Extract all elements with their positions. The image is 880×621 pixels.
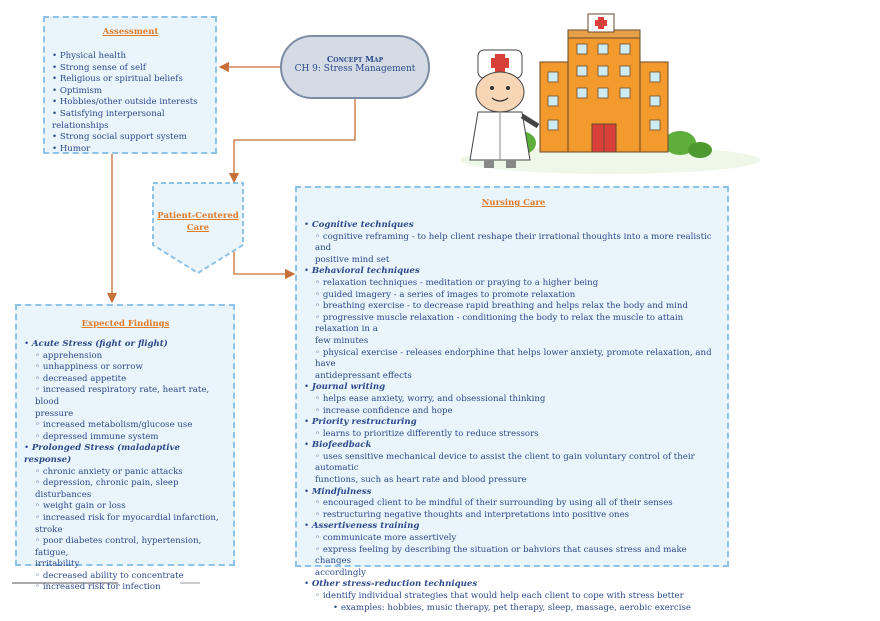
nursing-section: Behavioral techniquesrelaxation techniqu…	[304, 266, 723, 382]
nursing-section-items: encouraged client to be mindful of their…	[304, 498, 723, 521]
nursing-section: Other stress-reduction techniquesidentif…	[304, 579, 723, 614]
list-item: Physical health	[52, 51, 209, 63]
arrow-concept-to-patient-care	[228, 99, 356, 184]
list-item: learns to prioritize differently to redu…	[315, 429, 723, 441]
list-item: increased metabolism/glucose use	[35, 420, 227, 432]
expected-findings-title: Expected Findings	[81, 319, 170, 329]
concept-map-label: Concept Map	[326, 54, 384, 64]
assessment-box: Assessment Physical health Strong sense …	[43, 16, 217, 154]
concept-map-chapter: CH 9: Stress Management	[294, 64, 416, 74]
nursing-section-items: cognitive reframing - to help client res…	[304, 232, 723, 267]
list-item: examples: hobbies, music therapy, pet th…	[333, 603, 723, 615]
list-item: apprehension	[35, 351, 227, 363]
nursing-section: Priority restructuringlearns to prioriti…	[304, 417, 723, 440]
list-item: communicate more assertively	[315, 533, 723, 545]
nursing-section-label: Assertiveness training	[311, 521, 420, 532]
nursing-section-items: identify individual strategies that woul…	[304, 591, 723, 614]
list-item: increase confidence and hope	[315, 406, 723, 418]
nursing-care-list: Cognitive techniques cognitive reframing …	[304, 220, 723, 614]
list-item: depression, chronic pain, sleep disturba…	[35, 478, 227, 501]
concept-map-node: Concept Map CH 9: Stress Management	[280, 35, 430, 99]
prolonged-stress-list: chronic anxiety or panic attacks depress…	[24, 467, 227, 595]
list-item: progressive muscle relaxation - conditio…	[315, 313, 723, 348]
hospital-building-icon	[539, 13, 669, 153]
list-item: guided imagery - a series of images to p…	[315, 290, 723, 302]
nursing-section-label: Mindfulness	[311, 486, 372, 497]
nursing-section: Assertiveness trainingcommunicate more a…	[304, 521, 723, 579]
nursing-section-items: helps ease anxiety, worry, and obsession…	[304, 394, 723, 417]
arrow-patient-care-to-nursing	[233, 250, 296, 280]
prolonged-stress-label: Prolonged Stress (maladaptive response)	[24, 443, 180, 465]
expected-findings-box: Expected Findings Acute Stress (fight or…	[15, 304, 235, 592]
list-item: encouraged client to be mindful of their…	[315, 498, 723, 510]
list-item: Humor	[52, 144, 209, 156]
list-item: Acute Stress (fight or flight) apprehens…	[24, 339, 227, 443]
list-item: physical exercise - releases endorphine …	[315, 348, 723, 383]
list-item: helps ease anxiety, worry, and obsession…	[315, 394, 723, 406]
nursing-care-box: Nursing Care Cognitive techniques cogniti…	[295, 186, 729, 613]
list-item: decreased appetite	[35, 374, 227, 386]
nursing-section-label: Journal writing	[311, 382, 386, 393]
assessment-title: Assessment	[102, 27, 159, 37]
list-item: Hobbies/other outside interests	[52, 97, 209, 109]
list-item: relaxation techniques - meditation or pr…	[315, 278, 723, 290]
nursing-section-label: Other stress-reduction techniques	[311, 579, 478, 590]
list-item: Satisfying interpersonal relationships	[52, 109, 209, 132]
nursing-section-label: Cognitive techniques	[311, 220, 414, 230]
list-item: chronic anxiety or panic attacks	[35, 467, 227, 479]
list-item: poor diabetes control, hypertension, fat…	[35, 536, 227, 571]
list-item: restructuring negative thoughts and inte…	[315, 510, 723, 522]
list-item: Strong sense of self	[52, 63, 209, 75]
list-item: cognitive reframing - to help client res…	[315, 232, 723, 267]
nursing-section: Cognitive techniques cognitive reframing …	[304, 220, 723, 266]
list-item: express feeling by describing the situat…	[315, 545, 723, 580]
nursing-section-label: Behavioral techniques	[311, 266, 420, 277]
list-item: increased risk for myocardial infarction…	[35, 513, 227, 536]
nursing-section-items: uses sensitive mechanical device to assi…	[304, 452, 723, 487]
list-item: unhappiness or sorrow	[35, 362, 227, 374]
acute-stress-list: apprehension unhappiness or sorrow decre…	[24, 351, 227, 444]
assessment-list: Physical health Strong sense of self Rel…	[52, 51, 209, 155]
list-item: weight gain or loss	[35, 501, 227, 513]
list-item: Optimism	[52, 86, 209, 98]
nursing-section: Journal writinghelps ease anxiety, worry…	[304, 382, 723, 417]
doctor-icon	[469, 49, 540, 168]
list-item: increased respiratory rate, heart rate, …	[35, 385, 227, 420]
list-item: Strong social support system	[52, 132, 209, 144]
list-item: Prolonged Stress (maladaptive response) …	[24, 443, 227, 594]
expected-findings-list: Acute Stress (fight or flight) apprehens…	[24, 339, 227, 594]
nursing-section-label: Biofeedback	[311, 440, 372, 451]
list-item: decreased ability to concentrate	[35, 571, 227, 583]
list-item: increased risk for infection	[35, 582, 227, 594]
nursing-section: Mindfulnessencouraged client to be mindf…	[304, 487, 723, 522]
list-item: Religious or spiritual beliefs	[52, 74, 209, 86]
list-item: identify individual strategies that woul…	[315, 591, 723, 603]
list-item: breathing exercise - to decrease rapid b…	[315, 301, 723, 313]
acute-stress-label: Acute Stress (fight or flight)	[31, 339, 168, 349]
patient-care-title-line1: Patient-Centered	[157, 211, 239, 221]
nursing-care-title: Nursing Care	[481, 198, 546, 208]
patient-care-title: Patient-Centered Care	[153, 211, 243, 233]
patient-care-title-line2: Care	[186, 223, 210, 233]
list-item: depressed immune system	[35, 432, 227, 444]
nursing-subitems: examples: hobbies, music therapy, pet th…	[315, 603, 723, 615]
nursing-section-items: learns to prioritize differently to redu…	[304, 429, 723, 441]
nursing-section-items: communicate more assertivelyexpress feel…	[304, 533, 723, 579]
nursing-section: Biofeedbackuses sensitive mechanical dev…	[304, 440, 723, 486]
nursing-section-items: relaxation techniques - meditation or pr…	[304, 278, 723, 382]
list-item: uses sensitive mechanical device to assi…	[315, 452, 723, 487]
nursing-section-label: Priority restructuring	[311, 417, 417, 428]
